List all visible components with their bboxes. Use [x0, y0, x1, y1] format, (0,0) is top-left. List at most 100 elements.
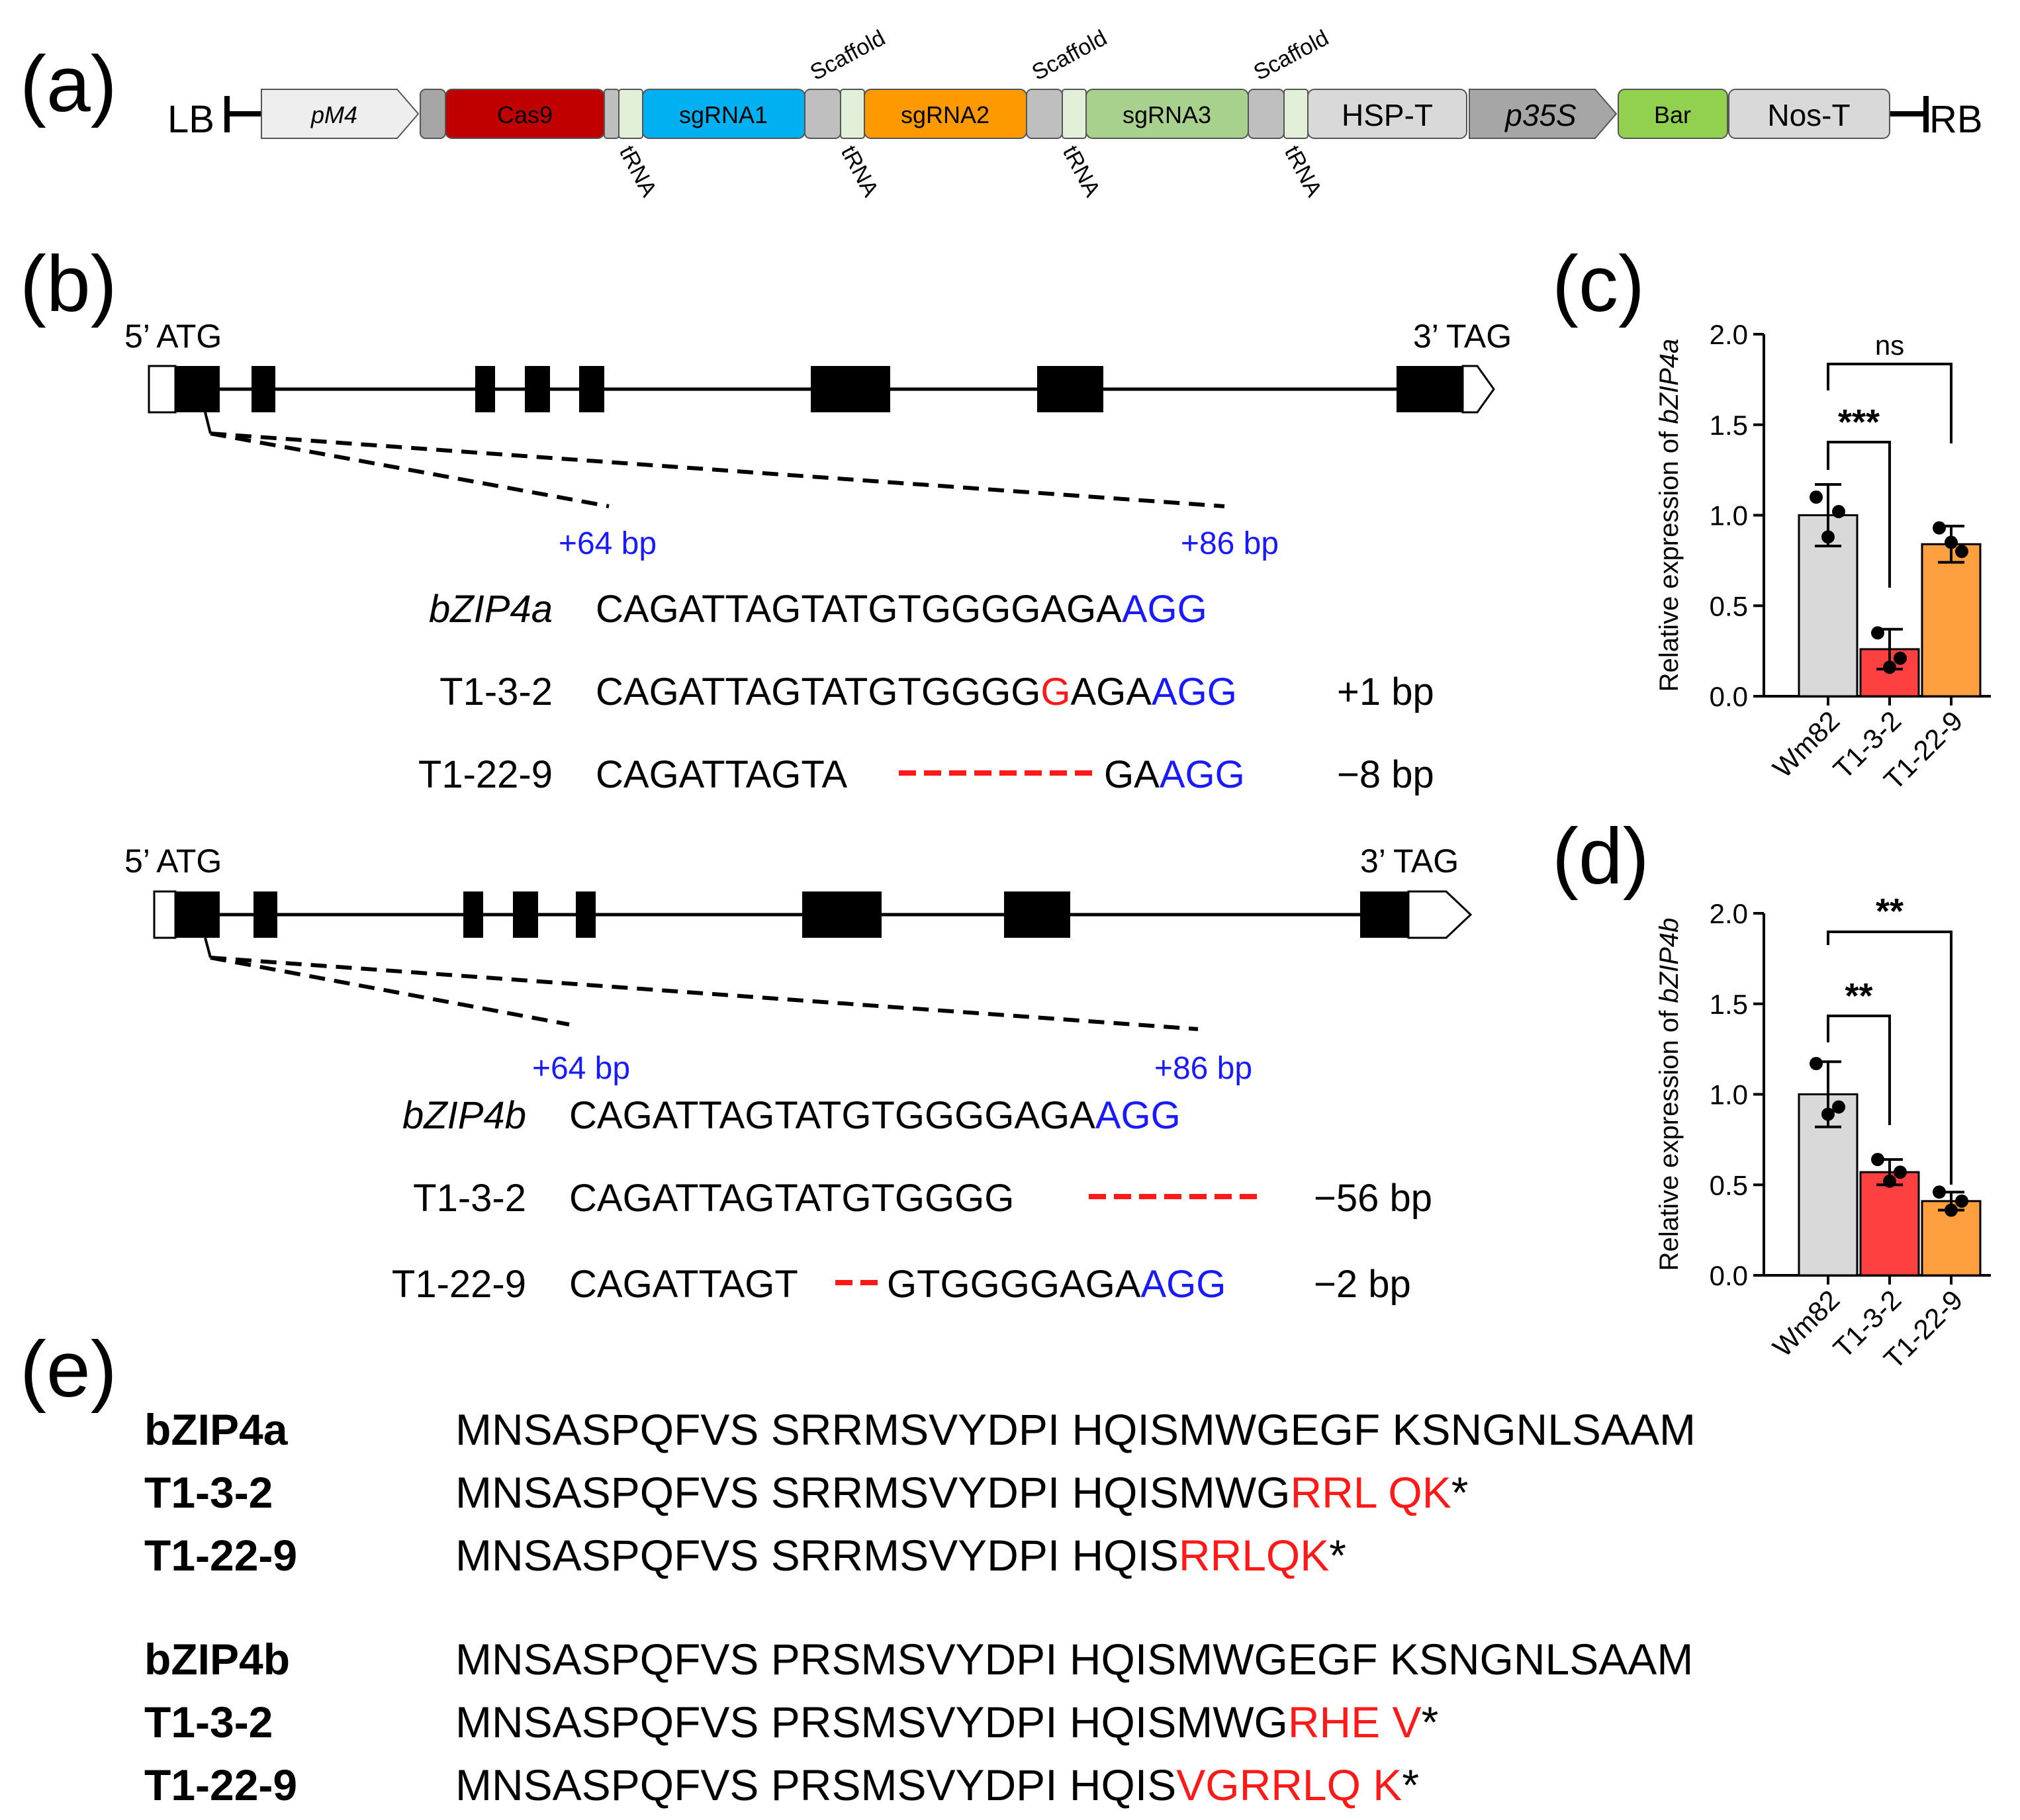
lb-label: LB	[167, 98, 214, 141]
protein-seq: MNSASPQFVS SRRMSVYDPI HQISMWGEGF KSNGNLS…	[455, 1405, 1696, 1454]
significance-bracket	[1827, 441, 1891, 588]
scaffold-element	[1026, 89, 1063, 139]
sgrna1-label: sgRNA1	[679, 101, 768, 128]
pm4-element	[261, 89, 420, 139]
seq-row: CAGATTAGT	[569, 1263, 798, 1306]
seq-row: CAGATTAGTATGTGGGGAGAAGG	[596, 588, 1207, 631]
protein-label: T1-3-2	[144, 1698, 273, 1747]
bar	[1859, 1171, 1920, 1277]
data-point	[1894, 651, 1907, 665]
y-tick-label: 0.5	[1710, 1169, 1748, 1201]
protein-label: T1-3-2	[144, 1468, 273, 1517]
y-tick-label: 1.5	[1710, 410, 1748, 441]
protein-seq: MNSASPQFVS PRSMSVYDPI HQISMWGRHE V*	[455, 1698, 1438, 1747]
scaffold-element	[804, 89, 841, 139]
data-point	[1871, 626, 1884, 640]
protein-label: bZIP4b	[144, 1635, 290, 1684]
gene-start-label: 5’ ATG	[124, 318, 222, 355]
y-tick-label: 1.0	[1710, 1079, 1748, 1111]
x-tick-label: Wm82	[1767, 1284, 1845, 1363]
y-tick-label: 2.0	[1710, 898, 1748, 929]
y-tick-label: 1.0	[1710, 500, 1748, 531]
seq-row: CAGATTAGTA	[596, 753, 848, 796]
rb-label: RB	[1929, 98, 1983, 141]
data-point	[1832, 1100, 1845, 1114]
seq-label: T1-22-9	[418, 753, 553, 796]
significance-label: **	[1876, 891, 1904, 931]
exon	[252, 366, 275, 412]
significance-label: **	[1845, 976, 1872, 1016]
utr-3	[1461, 365, 1495, 414]
trna-label: tRNA	[836, 142, 884, 201]
data-point	[1955, 545, 1968, 559]
seq-row-tail: GAAGG	[1104, 753, 1245, 796]
seq-row-tail: GTGGGGAGAAGG	[887, 1263, 1226, 1306]
indel-note: −56 bp	[1314, 1177, 1432, 1220]
data-point	[1810, 490, 1823, 504]
data-point	[1955, 1194, 1968, 1208]
scaffold-element	[1248, 89, 1285, 139]
seq-label: T1-22-9	[392, 1263, 526, 1306]
significance-label: ns	[1875, 330, 1904, 361]
trna-element	[840, 89, 865, 139]
trna-label: tRNA	[1058, 142, 1105, 201]
protein-label: T1-22-9	[144, 1531, 297, 1580]
utr-3	[1407, 890, 1473, 939]
gene-end-label: 3’ TAG	[1413, 318, 1512, 355]
seq-row: CAGATTAGTATGTGGGGGAGAAGG	[596, 670, 1237, 713]
linker-block	[420, 89, 446, 139]
exon	[802, 891, 882, 938]
protein-label: T1-22-9	[144, 1760, 297, 1809]
p35s-element	[1469, 89, 1618, 139]
data-point	[1945, 1203, 1958, 1217]
trna-label: tRNA	[614, 142, 662, 201]
sequence-alignment-a: bZIP4a CAGATTAGTATGTGGGGAGAAGG T1-3-2 CA…	[418, 588, 1434, 796]
position-64: +64 bp	[559, 526, 657, 561]
significance-bracket	[1827, 363, 1952, 443]
protein-seq: MNSASPQFVS PRSMSVYDPI HQISMWGEGF KSNGNLS…	[455, 1635, 1693, 1684]
bar-label: Bar	[1654, 101, 1691, 128]
data-point	[1883, 660, 1896, 674]
panel-label-e: (e)	[20, 1325, 117, 1414]
significance-bracket	[1827, 1015, 1891, 1125]
trna-label: tRNA	[1279, 142, 1327, 201]
indel-note: −2 bp	[1314, 1263, 1411, 1306]
indel-note: +1 bp	[1337, 670, 1434, 713]
scaffold-label: Scaffold	[1250, 25, 1333, 85]
scaffold-label: Scaffold	[806, 25, 890, 85]
exon	[1397, 366, 1463, 412]
nos-t-element	[1728, 89, 1890, 139]
seq-label: T1-3-2	[439, 670, 553, 713]
protein-seq: MNSASPQFVS SRRMSVYDPI HQISMWGRRL QK*	[455, 1468, 1468, 1517]
position-86: +86 bp	[1181, 526, 1279, 561]
data-point	[1945, 535, 1958, 549]
y-tick-label: 0.0	[1710, 1260, 1748, 1291]
pm4-label: pM4	[310, 101, 357, 128]
significance-bracket	[1827, 931, 1952, 1185]
sgrna3-label: sgRNA3	[1123, 101, 1211, 128]
position-86: +86 bp	[1154, 1051, 1252, 1086]
cas9-label: Cas9	[497, 101, 553, 128]
data-point	[1810, 1057, 1823, 1071]
seq-row: CAGATTAGTATGTGGGGAGAAGG	[569, 1094, 1181, 1137]
p35s-label: p35S	[1504, 98, 1577, 132]
data-point	[1883, 1174, 1896, 1188]
seq-label: T1-3-2	[413, 1177, 526, 1220]
exon	[513, 891, 538, 938]
sequence-alignment-b: bZIP4b CAGATTAGTATGTGGGGAGAAGG T1-3-2 CA…	[392, 1094, 1432, 1306]
trna-element	[618, 89, 643, 139]
panel-label-b: (b)	[20, 240, 117, 328]
exon	[463, 891, 483, 938]
exon	[576, 891, 596, 938]
bar-element	[1618, 89, 1728, 139]
seq-label: bZIP4a	[429, 588, 553, 631]
exon	[1037, 366, 1103, 412]
scaffold-label: Scaffold	[1028, 25, 1111, 85]
trna-element	[1283, 89, 1308, 139]
data-point	[1933, 521, 1946, 535]
hsp-t-label: HSP-T	[1342, 98, 1433, 132]
y-tick-label: 0.5	[1710, 590, 1748, 621]
